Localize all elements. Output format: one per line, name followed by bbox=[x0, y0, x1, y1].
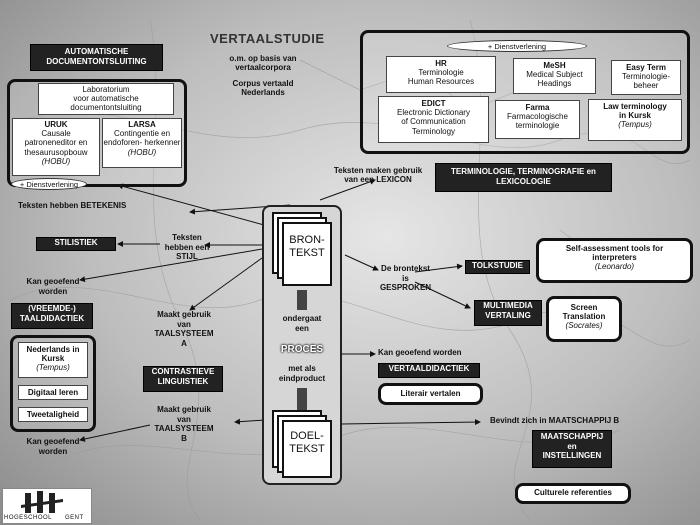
farma-box: Farma Farmacologische terminologie bbox=[495, 100, 580, 139]
met-als-text: met als eindproduct bbox=[278, 364, 326, 383]
farma-text: Farmacologische terminologie bbox=[507, 112, 568, 131]
vreemde-taaldidactiek-box: (VREEMDE-) TAALDIDACTIEK bbox=[11, 303, 93, 329]
contrastieve-linguistiek-box: CONTRASTIEVE LINGUISTIEK bbox=[143, 366, 223, 392]
lab-box: Laboratorium voor automatische documento… bbox=[38, 83, 174, 115]
terminology-footer: TERMINOLOGIE, TERMINOGRAFIE en LEXICOLOG… bbox=[435, 163, 612, 192]
stilistiek-box: STILISTIEK bbox=[36, 237, 116, 251]
logo-text: HOGESCHOOL bbox=[4, 515, 53, 521]
vertaaldidactiek-box: VERTAALDIDACTIEK bbox=[378, 363, 480, 378]
kan-geoefend-2: Kan geoefend worden bbox=[26, 437, 80, 456]
proces-text: PROCES bbox=[280, 344, 324, 355]
easyterm-title: Easy Term bbox=[626, 63, 666, 72]
nl-kursk-box: Nederlands in Kursk (Tempus) bbox=[18, 342, 88, 378]
page-title: VERTAALSTUDIE bbox=[210, 31, 325, 46]
nl-kursk-title: Nederlands in Kursk bbox=[26, 345, 80, 364]
doeltekst-doc: DOEL- TEKST bbox=[282, 420, 332, 478]
maakt-gebruik-b: Maakt gebruik van TAALSYSTEEM B bbox=[154, 405, 214, 443]
uruk-tag: (HOBU) bbox=[41, 156, 71, 166]
edict-box: EDICT Electronic Dictionary of Communica… bbox=[378, 96, 489, 143]
law-box: Law terminology in Kursk (Tempus) bbox=[588, 99, 682, 141]
gesproken-text: De brontekst is GESPROKEN bbox=[379, 264, 432, 293]
auto-doc-dienstverlening: + Dienstverlening bbox=[11, 178, 87, 190]
larsa-box: LARSA Contingentie en endoforen- herkenn… bbox=[102, 118, 182, 168]
screen-translation-tag: (Socrates) bbox=[565, 321, 603, 331]
hogeschool-gent-logo: HOGESCHOOL GENT bbox=[2, 488, 92, 524]
digitaal-leren-box: Digitaal leren bbox=[18, 385, 88, 400]
maakt-gebruik-a: Maakt gebruik van TAALSYSTEEM A bbox=[154, 310, 214, 348]
larsa-text: Contingentie en endoforen- herkenner bbox=[103, 129, 181, 148]
logo-mark-icon bbox=[21, 491, 63, 513]
culturele-referenties-box: Culturele referenties bbox=[515, 483, 631, 504]
tolkstudie-box: TOLKSTUDIE bbox=[465, 260, 530, 274]
self-assessment-box: Self-assessment tools for interpreters (… bbox=[536, 238, 693, 283]
self-assessment-tag: (Leonardo) bbox=[594, 262, 635, 272]
center-connector-top bbox=[297, 290, 307, 310]
ondergaat-text: ondergaat een bbox=[282, 314, 322, 333]
brontekst-doc: BRON- TEKST bbox=[282, 222, 332, 286]
uruk-title: URUK bbox=[44, 120, 68, 129]
hr-box: HR Terminologie Human Resources bbox=[386, 56, 496, 93]
literair-vertalen-box: Literair vertalen bbox=[378, 383, 483, 405]
center-connector-bottom bbox=[297, 388, 307, 412]
hr-text: Terminologie Human Resources bbox=[407, 68, 475, 87]
nl-kursk-tag: (Tempus) bbox=[36, 363, 70, 373]
maatschappij-box: MAATSCHAPPIJ en INSTELLINGEN bbox=[532, 430, 612, 468]
law-title: Law terminology in Kursk bbox=[603, 102, 667, 121]
edict-text: Electronic Dictionary of Communication T… bbox=[397, 108, 470, 136]
larsa-title: LARSA bbox=[128, 120, 156, 129]
tweetaligheid-box: Tweetaligheid bbox=[18, 407, 88, 422]
mesh-title: MeSH bbox=[543, 61, 566, 70]
stijl-text: Teksten hebben een STIJL bbox=[164, 233, 210, 262]
maatschappij-text: Bevindt zich in MAATSCHAPPIJ B bbox=[490, 416, 620, 425]
logo-text-2: GENT bbox=[65, 515, 84, 521]
larsa-tag: (HOBU) bbox=[127, 147, 157, 157]
law-tag: (Tempus) bbox=[618, 120, 652, 130]
mesh-box: MeSH Medical Subject Headings bbox=[513, 58, 596, 94]
screen-translation-title: Screen Translation bbox=[562, 303, 606, 322]
uruk-box: URUK Causale patroneneditor en thesaurus… bbox=[12, 118, 100, 176]
auto-doc-header: AUTOMATISCHE DOCUMENTONTSLUITING bbox=[30, 44, 163, 71]
terminology-dienstverlening: + Dienstverlening bbox=[447, 40, 587, 52]
screen-translation-box: Screen Translation (Socrates) bbox=[546, 296, 622, 342]
corpus-nl-text: Corpus vertaald Nederlands bbox=[232, 79, 294, 98]
corpora-text: o.m. op basis van vertaalcorpora bbox=[229, 54, 297, 73]
uruk-text: Causale patroneneditor en thesaurusopbou… bbox=[24, 129, 88, 157]
edict-title: EDICT bbox=[421, 99, 446, 108]
kan-geoefend-3: Kan geoefend worden bbox=[378, 348, 462, 357]
betekenis-text: Teksten hebben BETEKENIS bbox=[18, 201, 127, 210]
multimedia-vertaling-box: MULTIMEDIA VERTALING bbox=[474, 300, 542, 326]
hr-title: HR bbox=[435, 59, 447, 68]
lexicon-text: Teksten maken gebruik van een LEXICON bbox=[333, 166, 423, 185]
easyterm-text: Terminologie- beheer bbox=[621, 72, 671, 91]
kan-geoefend-1: Kan geoefend worden bbox=[26, 277, 80, 296]
self-assessment-title: Self-assessment tools for interpreters bbox=[565, 244, 664, 263]
easyterm-box: Easy Term Terminologie- beheer bbox=[611, 60, 681, 95]
farma-title: Farma bbox=[525, 103, 550, 112]
mesh-text: Medical Subject Headings bbox=[526, 70, 583, 89]
